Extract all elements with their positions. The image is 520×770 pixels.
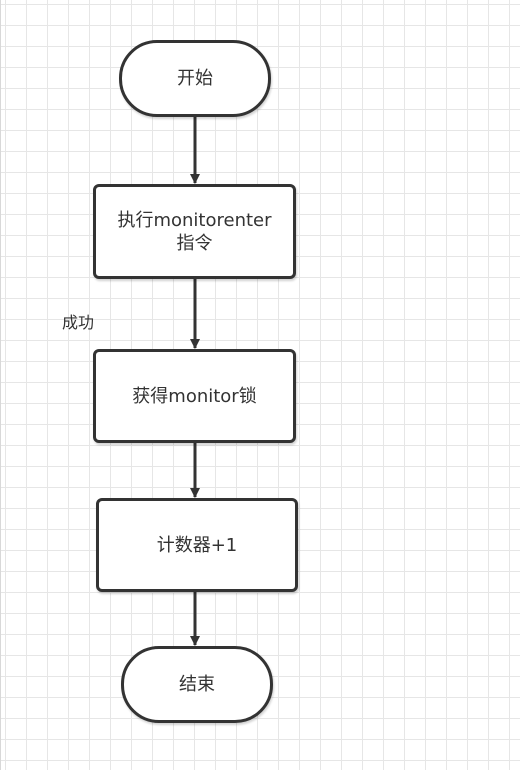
counter-increment-node: 计数器+1: [96, 498, 298, 592]
end-node: 结束: [121, 646, 273, 723]
acquire-monitor-lock-node: 获得monitor锁: [93, 349, 296, 443]
exec-monitorenter-node-label: 执行monitorenter 指令: [117, 209, 272, 254]
acquire-monitor-lock-node-label: 获得monitor锁: [132, 385, 257, 407]
edge-label-success: 成功: [62, 313, 95, 332]
exec-monitorenter-node: 执行monitorenter 指令: [93, 184, 296, 279]
end-node-label: 结束: [179, 674, 215, 695]
start-node-label: 开始: [177, 68, 213, 89]
start-node: 开始: [119, 40, 271, 117]
counter-increment-node-label: 计数器+1: [156, 534, 238, 556]
